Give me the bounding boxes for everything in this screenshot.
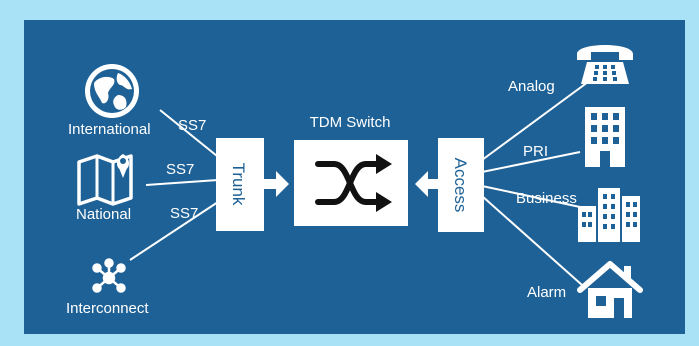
- node-label-interconnect: Interconnect: [66, 300, 149, 317]
- node-label-national: National: [76, 206, 131, 223]
- access-label: Access: [451, 158, 470, 213]
- link-national-trunk: [145, 179, 219, 186]
- arrow-right-icon: [264, 171, 289, 197]
- node-label-business: Business: [516, 190, 577, 207]
- network-icon: [92, 258, 126, 293]
- link-label-ss7-middle: SS7: [166, 161, 194, 178]
- office-building-icon: [585, 107, 625, 167]
- link-label-ss7-top: SS7: [178, 117, 206, 134]
- link-international-trunk: [159, 109, 223, 161]
- trunk-label: Trunk: [229, 163, 248, 206]
- house-icon: [577, 261, 643, 318]
- link-analog-access: [481, 81, 589, 161]
- globe-icon: [85, 64, 139, 118]
- link-label-ss7-bottom: SS7: [170, 205, 198, 222]
- node-label-pri: PRI: [523, 143, 548, 160]
- city-buildings-icon: [578, 188, 640, 242]
- node-label-analog: Analog: [508, 78, 555, 95]
- link-alarm-access: [481, 195, 583, 286]
- telephone-icon: [577, 45, 633, 84]
- node-label-international: International: [68, 121, 151, 138]
- access-box: Access: [438, 138, 484, 232]
- arrow-left-icon: [415, 171, 440, 197]
- network-diagram: International National Interconnect SS7 …: [24, 20, 685, 334]
- switch-title: TDM Switch: [310, 114, 391, 131]
- link-business-access: [481, 185, 581, 208]
- link-interconnect-trunk: [129, 201, 219, 261]
- map-icon: [77, 154, 133, 206]
- trunk-box: Trunk: [216, 138, 264, 231]
- crossed-arrows-icon: [315, 154, 392, 212]
- node-label-alarm: Alarm: [527, 284, 566, 301]
- link-pri-access: [481, 151, 581, 173]
- connection-lines: [129, 81, 589, 286]
